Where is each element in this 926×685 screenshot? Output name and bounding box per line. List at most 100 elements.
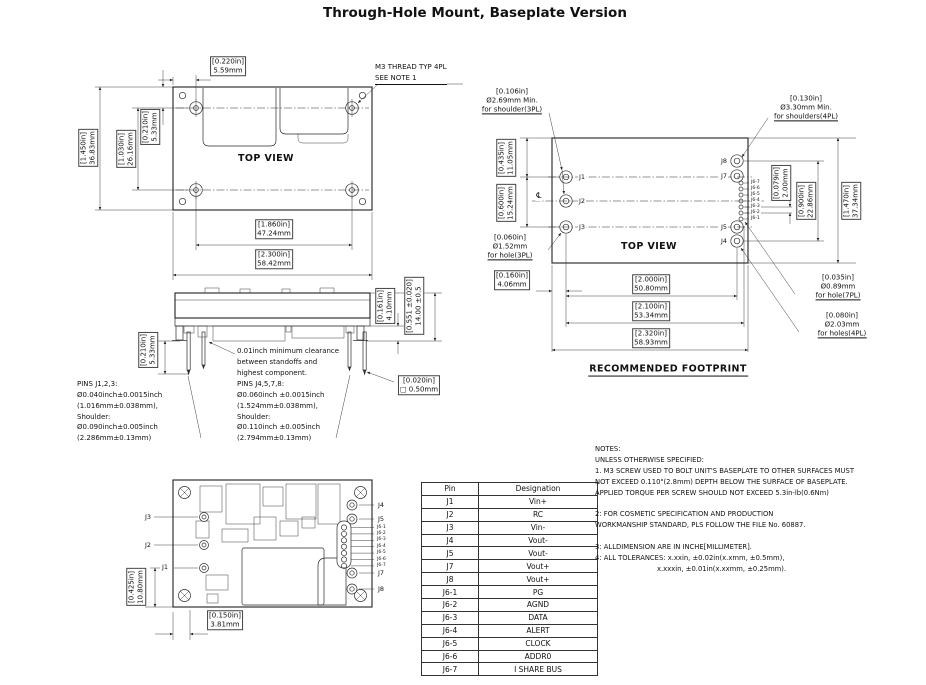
fp-dim-right-small: [0.079in]2.00mm [771,165,791,201]
dim-mm: 15.24mm [506,186,514,220]
dim-mm: 5.33mm [150,112,158,142]
dim-mm: 14.00 ±0.5 [414,286,422,326]
dim-in: [0.551 ±0.020] [405,279,414,333]
ann-line: [0.035in] [822,273,854,282]
footprint-pin-j3 [559,220,573,234]
dim-in: [0.220in] [212,57,244,66]
footprint-caption: RECOMMENDED FOOTPRINT [588,363,748,377]
fp-dim-bottom-pins: [2.000in]50.80mm [632,274,670,294]
dim-mm: 26.16mm [126,132,134,166]
note-line: NOT EXCEED 0.110"(2.8mm) DEPTH BELOW THE… [595,477,848,486]
dim-bottom-inner: [1.860in]47.24mm [255,219,293,239]
note-line: NOTES: [595,445,621,453]
pin-cell: J6-1 [421,585,479,600]
sv-dim-standoff: [0.161in]4.10mm [375,288,395,324]
centerline-symbol: ℄ [535,191,543,201]
sv-pins-note-j123: PINS J1,2,3: Ø0.040inch±0.0015inch (1.01… [77,379,163,445]
ann-line: [0.060in] [494,233,526,242]
m3-thread-note: M3 THREAD TYP 4PL SEE NOTE 1 [375,62,447,85]
note-line: PINS J4,5,7,8: [237,380,285,388]
note-line: 4: ALL TOLERANCES: x.xxin, ±0.02in(x.xmm… [595,553,785,562]
fp-j6-label: J6-7 [750,180,761,186]
dim-in: [0.425in] [127,571,136,603]
ann-line: for shoulder(3PL) [481,104,543,115]
note-line: Shoulder: [237,412,271,421]
sv-dim-pin-square: [0.020in]□ 0.50mm [397,375,441,395]
ann-line: for holes(4PL) [817,328,867,339]
page-title: Through-Hole Mount, Baseplate Version [323,5,627,21]
note-line: 1. M3 SCREW USED TO BOLT UNIT'S BASEPLAT… [595,466,855,475]
fp-j6-label: J6-2 [750,210,761,216]
mounting-screw [178,486,367,602]
notes-block: NOTES: UNLESS OTHERWISE SPECIFIED: 1. M3… [595,444,854,575]
ann-shoulders-4pl: [0.130in] Ø3.30mm Min. for shoulders(4PL… [773,94,839,122]
note-line: 0.01inch minimum clearance [237,347,340,355]
fp-dim-bottom-edge: [0.160in]4.06mm [494,270,530,290]
pcb-components [195,483,347,606]
footprint-j6-pin-row [738,180,749,222]
note-line: highest component. [237,368,308,377]
pin-cell: J6-7 [421,662,479,677]
designation-cell: RC [478,507,598,522]
fp-dim-left-top: [0.435in]11.05mm [496,139,516,177]
pin-cell: J6-2 [421,598,479,612]
fp-j6-label: J6-6 [750,186,761,192]
note-line: UNLESS OTHERWISE SPECIFIED: [595,455,704,464]
dim-left-inner: [0.210in]5.33mm [140,109,160,145]
pin-cell: J6-3 [421,610,479,625]
dim-in: [1.860in] [258,220,290,229]
fp-pin-label-j2: J2 [578,196,587,206]
dim-mm: 22.86mm [806,184,814,218]
designation-cell: I SHARE BUS [478,662,598,677]
dim-left-mid: [1.030in]26.16mm [116,130,136,168]
pcb-j6-connector [336,520,374,569]
dim-mm: 36.83mm [88,131,96,165]
note-line: x.xxxin, ±0.01in(x.xxmm, ±0.25mm). [657,564,787,573]
pcb-j6-label: J6-1 [376,524,387,531]
fp-dim-left-mid: [0.600in]15.24mm [496,184,516,222]
designation-cell: Vout+ [478,559,598,574]
ann-line: Ø0.89mm [820,282,856,291]
note-line: Ø0.090inch±0.005inch [77,423,158,432]
pcb-label-j3: J3 [143,512,152,522]
pcb-label-j8: J8 [377,584,386,594]
ann-line: for hole(3PL) [487,250,533,261]
dim-in: [2.000in] [635,275,667,284]
ann-hole-3pl: [0.060in] Ø1.52mm for hole(3PL) [486,233,534,261]
note-line: (1.016mm±0.038mm), [77,401,158,410]
fp-j6-label: J6-5 [750,192,761,198]
footprint-top-view-label: TOP VIEW [620,241,678,253]
dim-in: [1.470in] [842,185,851,217]
fp-dim-bottom-mid: [2.100in]53.34mm [632,301,670,321]
fp-pin-label-j7: J7 [719,171,728,181]
pcb-label-j1: J1 [161,562,170,572]
designation-cell: DATA [478,610,598,625]
ann-line: [0.106in] [496,87,528,96]
top-view-label: TOP VIEW [237,153,295,165]
note-line: (2.286mm±0.13mm) [77,434,152,443]
dim-mm: 50.80mm [634,284,668,292]
pin-cell: J8 [421,572,479,587]
dim-in: [2.300in] [258,250,290,259]
ann-hole-7pl: [0.035in] Ø0.89mm for hole(7PL) [814,273,862,301]
dim-top: [0.220in]5.59mm [210,56,246,76]
dim-mm: 4.06mm [497,280,527,288]
ann-line: for hole(7PL) [815,290,861,301]
pcb-j6-label: J6-6 [376,556,387,563]
dim-in: [2.100in] [635,302,667,311]
designation-cell: PG [478,585,598,600]
note-line: 2: FOR COSMETIC SPECIFICATION AND PRODUC… [595,510,774,519]
pcb-view-drawing [145,479,374,640]
pin-cell: J1 [421,494,479,509]
